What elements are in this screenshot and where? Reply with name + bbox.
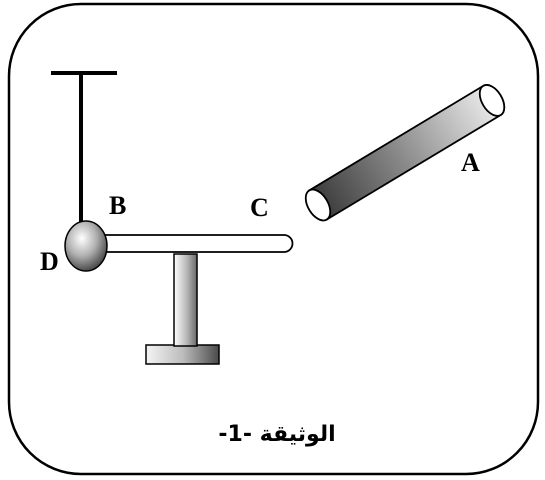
- stand-base: [145, 344, 220, 365]
- label-d: D: [40, 247, 59, 276]
- label-c: C: [250, 193, 269, 222]
- stand-post: [173, 253, 198, 347]
- horizontal-bar-icon: [87, 234, 294, 253]
- hanging-support: [51, 71, 117, 232]
- label-b: B: [109, 191, 126, 220]
- figure-caption: الوثيقة -1-: [218, 422, 335, 447]
- pendulum-ball-icon: [64, 220, 108, 272]
- label-a: A: [461, 148, 480, 177]
- rod-icon: [304, 84, 506, 222]
- stand-icon: [87, 234, 294, 365]
